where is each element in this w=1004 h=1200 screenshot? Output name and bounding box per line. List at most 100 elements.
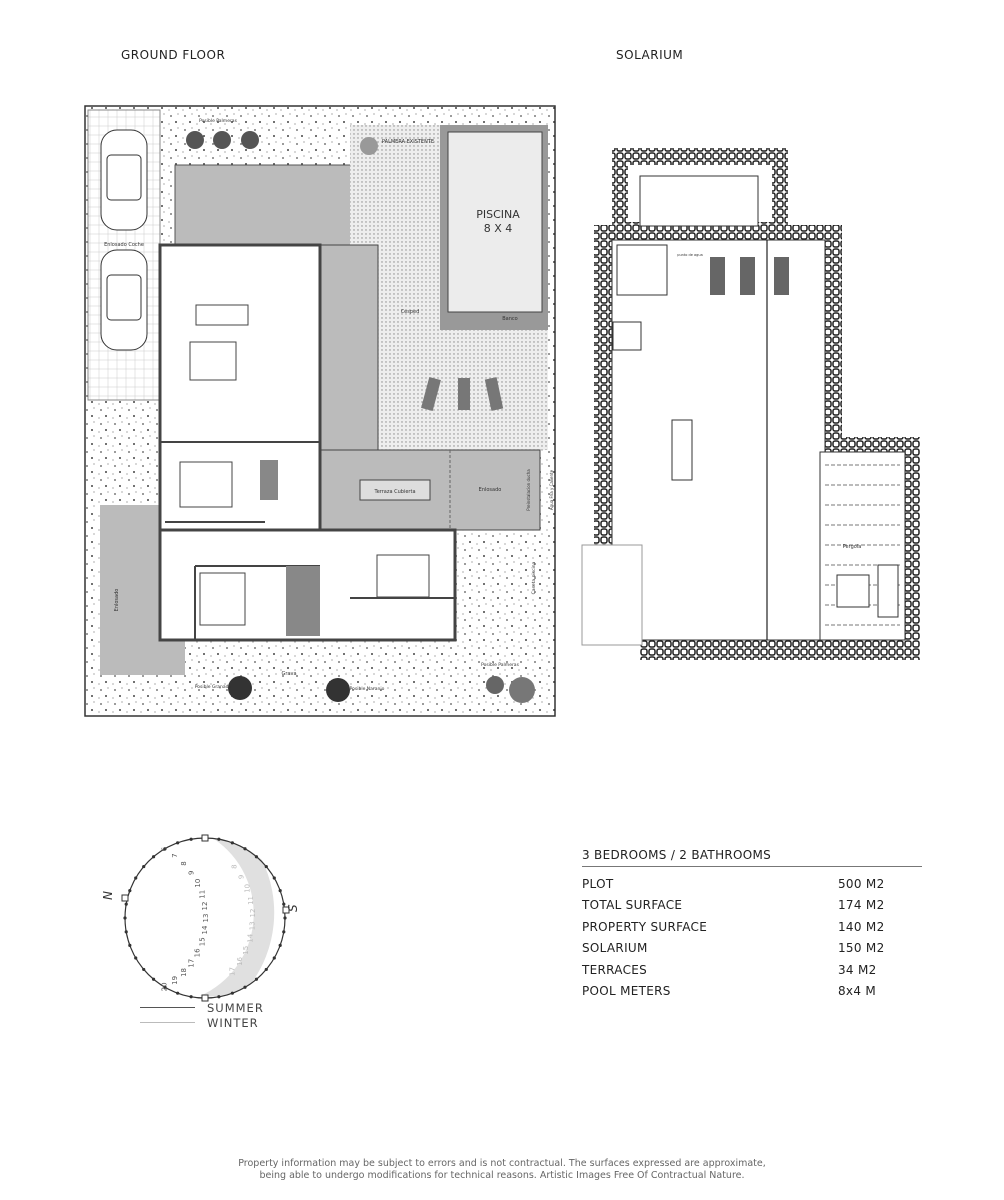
spec-label: PLOT: [582, 876, 614, 891]
spec-value: 140 M2: [838, 919, 885, 934]
winter-hour-label: 14: [246, 933, 254, 942]
water-point-label: punto de agua: [677, 253, 703, 257]
summer-hour-label: 8: [180, 861, 188, 865]
pergola-label: Pergola: [843, 544, 862, 550]
summer-hour-label: 10: [194, 879, 202, 888]
spec-value: 8x4 M: [838, 984, 877, 999]
lounge-sofa-icon: [877, 564, 899, 618]
summer-hour-label: 12: [201, 902, 209, 911]
sun-path-dot: [282, 902, 286, 906]
summer-hour-label: 14: [201, 925, 209, 934]
spec-row: TERRACES 34 M2: [582, 959, 922, 981]
sun-path-dot: [278, 943, 282, 947]
wardrobe: [260, 460, 278, 500]
spec-label: TOTAL SURFACE: [582, 898, 683, 913]
parking-label: Enlosado Coche: [104, 242, 144, 248]
sun-path-dot: [282, 930, 286, 934]
pool-house-label: Caseta piscina: [531, 561, 537, 594]
compass-marker-south: [282, 906, 290, 914]
dining-table-icon: [671, 419, 693, 481]
dining-table-icon: [189, 341, 237, 381]
orange-tree-icon: [326, 678, 350, 702]
pergola-area: [174, 164, 379, 246]
winter-hour-label: 16: [236, 956, 244, 965]
car-icon: [100, 129, 148, 231]
sun-path-dot: [272, 956, 276, 960]
sun-path-dot: [176, 841, 180, 845]
shower-label: Preinstalacion ducha: [526, 469, 531, 511]
spec-value: 34 M2: [838, 962, 877, 977]
sun-path-dot: [123, 916, 127, 920]
sun-path-dot: [264, 967, 268, 972]
winter-hour-label: 10: [243, 884, 251, 893]
summer-hour-label: 13: [202, 914, 210, 923]
outdoor-shower-icon: [612, 321, 642, 351]
disclaimer-line-1: Property information may be subject to e…: [238, 1158, 766, 1169]
skylight: [639, 175, 759, 227]
bed-icon: [179, 461, 233, 508]
compass-marker: [201, 834, 209, 842]
spec-row: PROPERTY SURFACE 140 M2: [582, 916, 922, 938]
sofa-icon: [195, 304, 249, 326]
covered-terrace-label: Terraza Cubierta: [373, 489, 415, 495]
spec-value: 500 M2: [838, 876, 885, 891]
sun-path-dot: [278, 889, 282, 893]
spec-label: SOLARIUM: [582, 941, 648, 956]
palm-icons: [186, 131, 535, 703]
summer-hour-label: 17: [188, 959, 196, 968]
palms-label: Posible Palmeras: [199, 118, 237, 124]
wardrobe: [286, 566, 320, 636]
summer-hour-label: 15: [198, 937, 206, 946]
lounge-seat-icon: [836, 574, 870, 608]
winter-hour-label: 17: [228, 967, 236, 976]
paving-label: Enlosado: [479, 487, 502, 493]
spec-row: TOTAL SURFACE 174 M2: [582, 895, 922, 917]
pomegranate-label: Posible Granado: [195, 684, 232, 690]
sun-path-dot: [272, 876, 276, 880]
ground-floor-plan: Enlosado Coche Posible Palmeras PALMERA …: [84, 105, 556, 717]
bed-icon: [376, 554, 430, 598]
sun-path-dot: [151, 977, 156, 981]
spec-label: PROPERTY SURFACE: [582, 919, 708, 934]
palm-existing-icon: [360, 137, 378, 155]
winter-hour-label: 12: [249, 909, 257, 918]
orange-label: Posible Naranjo: [350, 686, 385, 692]
spec-label: TERRACES: [582, 962, 648, 977]
sun-path-dot: [243, 847, 247, 851]
pomegranate-tree-icon: [228, 676, 252, 700]
sun-path-dot: [128, 943, 132, 947]
sun-path-dot: [189, 837, 193, 841]
sun-path-dot: [163, 847, 167, 851]
sun-legend: SUMMER WINTER: [140, 1000, 264, 1030]
sun-path-dot: [151, 855, 156, 859]
jacuzzi-icon: [616, 244, 668, 296]
sun-path-dot: [189, 995, 193, 999]
winter-hour-label: 9: [238, 875, 246, 879]
legend-summer: SUMMER: [140, 1000, 264, 1015]
summer-hour-label: 19: [171, 976, 179, 985]
pool-size-label: 8 X 4: [484, 222, 513, 235]
sun-path-dot: [124, 902, 128, 906]
winter-hour-label: 13: [249, 921, 257, 930]
solarium-title: SOLARIUM: [616, 48, 684, 62]
sun-path-dot: [134, 956, 138, 960]
spec-value: 174 M2: [838, 898, 885, 913]
summer-hour-label: 16: [194, 948, 202, 957]
car-icon: [100, 249, 148, 351]
sun-path-dot: [163, 985, 167, 989]
sun-path-dot: [142, 864, 146, 869]
sun-path-dot: [254, 977, 259, 981]
sun-path-dot: [142, 967, 146, 972]
winter-hour-label: 15: [242, 946, 250, 955]
sun-path-diagram: 6789101112131415161718192089101112131415…: [101, 834, 300, 1002]
summer-hour-label: 9: [188, 871, 196, 875]
compass-marker-north: [121, 894, 129, 902]
bench-label: Banco: [502, 316, 517, 322]
disclaimer-line-2: being able to undergo modifications for …: [259, 1170, 745, 1181]
winter-hour-label: 11: [247, 896, 255, 905]
bed-icon: [199, 572, 246, 626]
summer-hour-label: 20: [161, 982, 169, 991]
